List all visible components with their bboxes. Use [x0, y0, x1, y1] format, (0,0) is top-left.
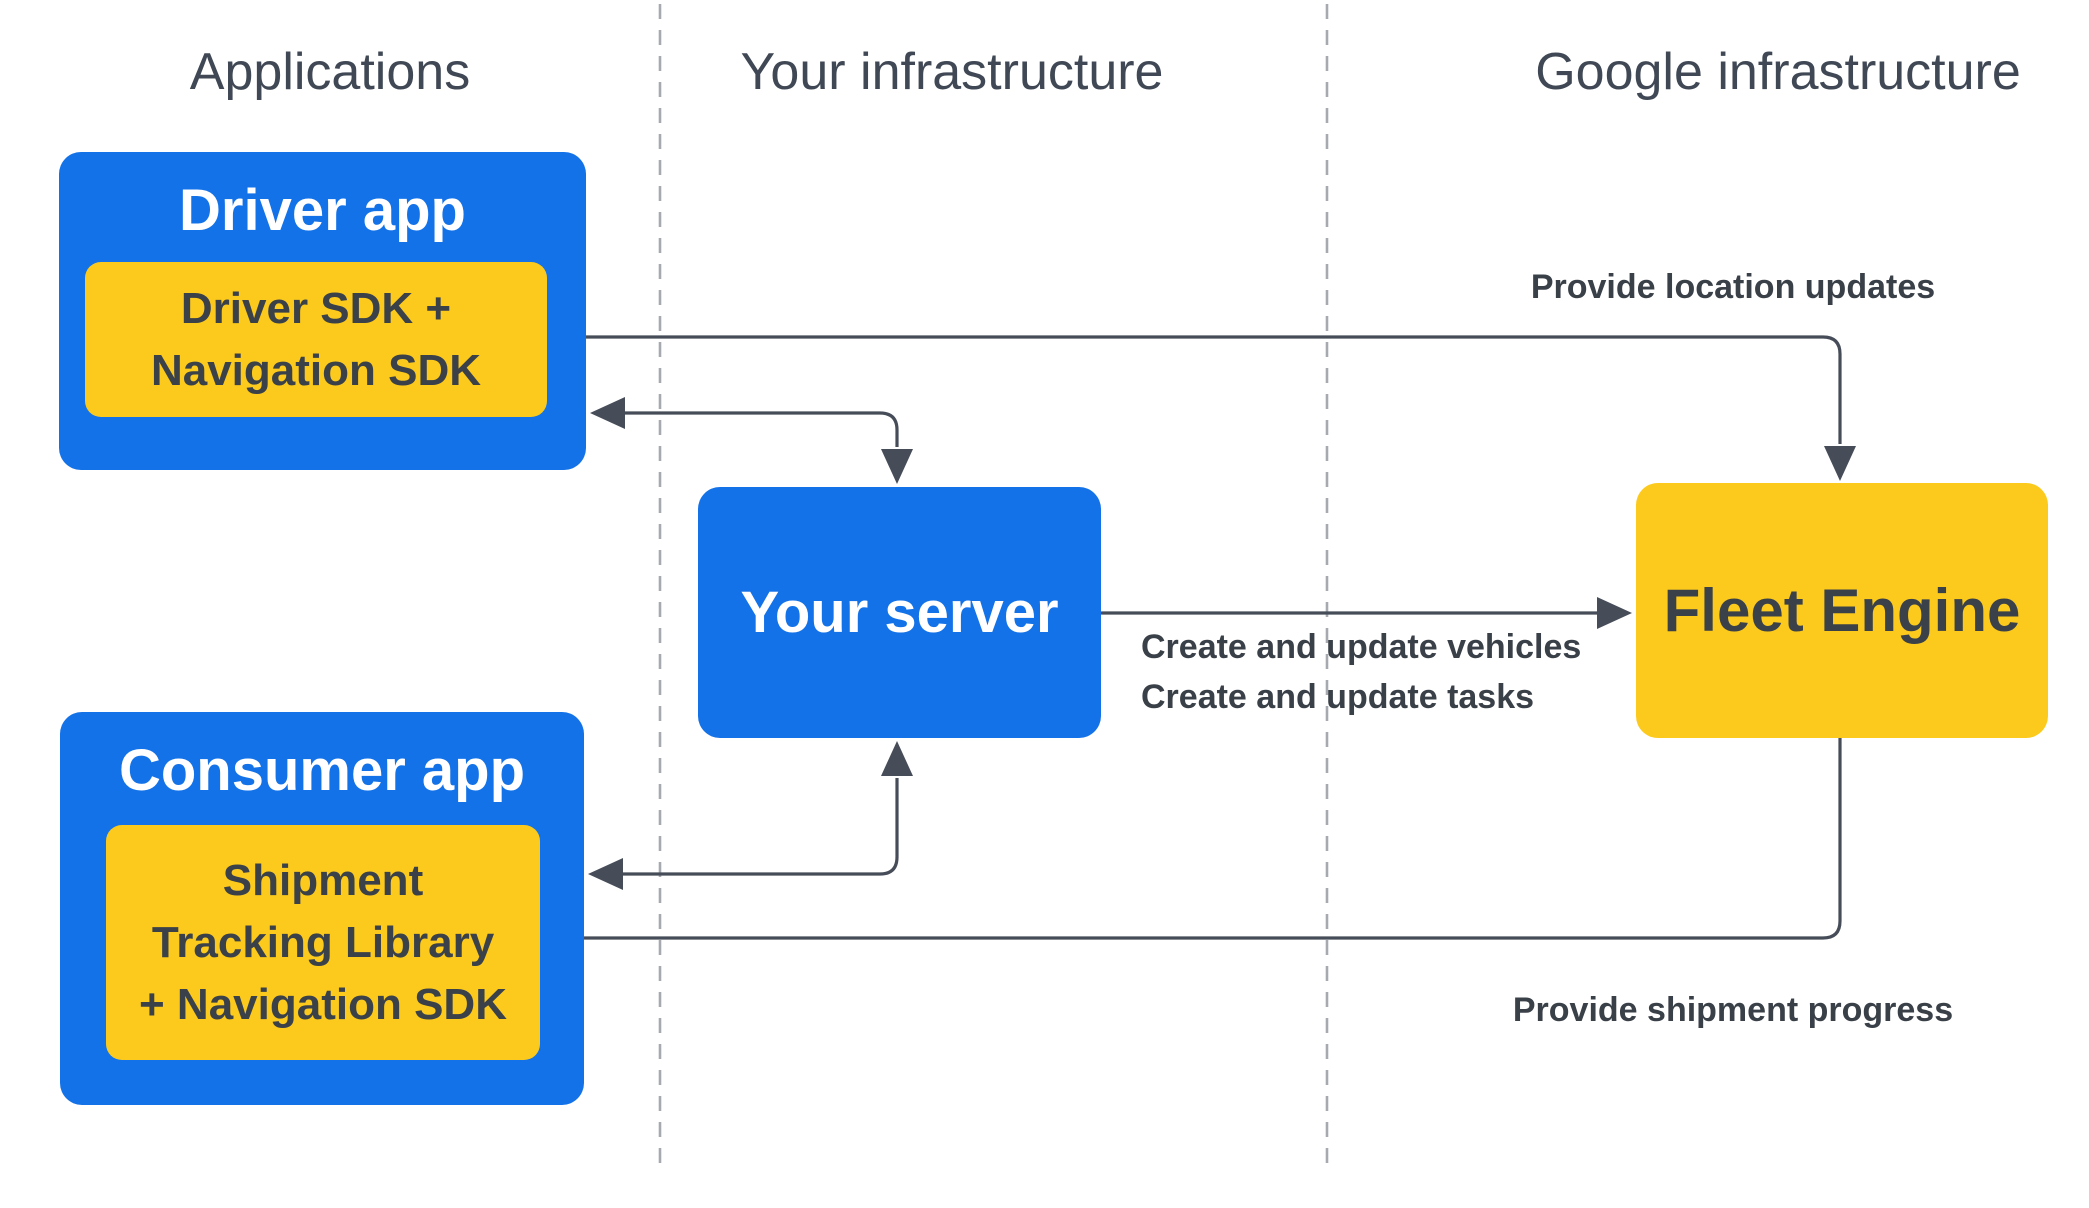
- server-consumer-arrowhead-up: [881, 741, 913, 776]
- create-update-label: Create and update vehicles Create and up…: [1141, 622, 1581, 722]
- driver-sdk-box: Driver SDK + Navigation SDK: [85, 262, 547, 417]
- create-update-label-line-2: Create and update tasks: [1141, 678, 1535, 716]
- fleet-engine-node: Fleet Engine: [1636, 483, 2048, 738]
- fleet-engine-title: Fleet Engine: [1663, 576, 2021, 644]
- shipment-progress-connector: [579, 738, 1842, 940]
- column-heading-your-infrastructure: Your infrastructure: [740, 43, 1164, 101]
- driver-sdk-line-2: Navigation SDK: [150, 345, 482, 395]
- shipment-tracking-line-3: + Navigation SDK: [139, 979, 507, 1029]
- your-server-node: Your server: [698, 487, 1101, 738]
- shipment-progress-label: Provide shipment progress: [1512, 991, 1954, 1029]
- shipment-tracking-line-1: Shipment: [222, 855, 424, 905]
- location-updates-arrowhead-down: [1824, 446, 1856, 481]
- consumer-app-node: Consumer app Shipment Tracking Library +…: [60, 712, 584, 1105]
- your-server-title: Your server: [740, 579, 1059, 645]
- driver-sdk-line-1: Driver SDK +: [180, 283, 452, 333]
- column-heading-google-infrastructure: Google infrastructure: [1535, 43, 2021, 101]
- column-heading-applications: Applications: [189, 43, 471, 101]
- shipment-tracking-box: Shipment Tracking Library + Navigation S…: [106, 825, 540, 1060]
- server-consumer-arrowhead-left: [588, 858, 623, 890]
- shipment-tracking-line-2: Tracking Library: [151, 917, 495, 967]
- driver-server-connector: [625, 411, 899, 447]
- driver-app-node: Driver app Driver SDK + Navigation SDK: [59, 152, 586, 470]
- driver-server-arrowhead-down: [881, 449, 913, 484]
- create-update-arrowhead-right: [1597, 597, 1632, 629]
- create-update-label-line-1: Create and update vehicles: [1141, 628, 1582, 666]
- consumer-app-title: Consumer app: [118, 738, 526, 803]
- location-updates-label: Provide location updates: [1530, 268, 1936, 306]
- server-consumer-connector: [623, 778, 899, 876]
- location-updates-connector: [586, 335, 1842, 444]
- driver-server-arrowhead-left: [590, 397, 625, 429]
- driver-app-title: Driver app: [179, 178, 466, 243]
